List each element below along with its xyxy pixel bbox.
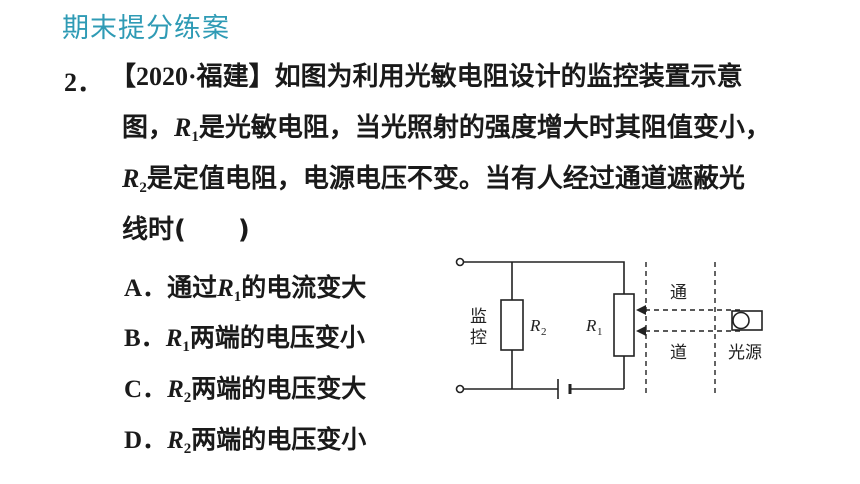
option-b-symbol: R	[165, 325, 183, 352]
option-b-letter: B．	[124, 325, 166, 352]
option-a[interactable]: A．通过R1的电流变大	[124, 268, 366, 306]
option-c-sub: 2	[183, 390, 192, 406]
terminal-top	[455, 257, 465, 267]
question-number: 2．	[64, 68, 104, 97]
option-a-symbol: R	[217, 275, 234, 302]
monitor-label-2: 控	[470, 328, 487, 348]
option-b[interactable]: B．R1两端的电压变小	[124, 318, 365, 356]
question-text-1: 如图为利用光敏电阻设计的监控装置示意	[274, 62, 743, 92]
terminal-bottom	[455, 384, 465, 394]
question-line-2: 图，R1是光敏电阻，当光照射的强度增大时其阻值变小，	[122, 113, 771, 152]
option-b-sub: 1	[182, 339, 190, 355]
option-d-letter: D．	[124, 427, 168, 454]
option-c-letter: C．	[124, 376, 168, 403]
r1-subscript: 1	[191, 129, 199, 145]
option-d-sub: 2	[183, 441, 192, 457]
diagram-r1-sub: 1	[597, 326, 603, 338]
option-c-symbol: R	[167, 376, 184, 403]
top-wire	[463, 261, 625, 294]
channel-label-1: 通	[670, 283, 687, 303]
option-c[interactable]: C．R2两端的电压变大	[124, 369, 366, 407]
r1-symbol: R	[174, 113, 192, 142]
circuit-diagram: 监 控 R 2 R 1 通 道 光源	[455, 257, 763, 399]
light-source-bulb-icon	[732, 311, 750, 330]
page-header-title: 期末提分练案	[62, 13, 230, 44]
question-line-4: 线时( )	[122, 215, 250, 245]
question-text-3: 是定值电阻，电源电压不变。当有人经过通道遮蔽光	[146, 164, 745, 194]
option-c-text: 两端的电压变大	[191, 374, 367, 403]
question-source: 【2020·福建】	[110, 62, 275, 91]
monitor-label-1: 监	[470, 307, 487, 327]
light-source-label: 光源	[728, 343, 762, 363]
light-ray-lower-arrow	[636, 326, 646, 336]
diagram-r1-label: R	[585, 316, 597, 335]
option-d[interactable]: D．R2两端的电压变小	[124, 420, 366, 458]
light-ray-upper-arrow	[636, 305, 646, 315]
option-d-text: 两端的电压变小	[191, 425, 367, 454]
option-a-sub: 1	[233, 289, 242, 305]
option-a-text: 的电流变大	[241, 273, 367, 302]
option-b-text: 两端的电压变小	[189, 323, 365, 352]
option-d-symbol: R	[167, 427, 184, 454]
question-text-2b: 是光敏电阻，当光照射的强度增大时其阻值变小，	[198, 113, 771, 143]
question-text-2a: 图，	[122, 113, 175, 143]
r2-symbol: R	[122, 164, 140, 193]
channel-label-2: 道	[670, 343, 687, 363]
diagram-r2-label: R	[529, 316, 541, 335]
r1-resistor	[613, 293, 635, 357]
option-a-letter: A．	[124, 275, 168, 302]
question-line-1: 【2020·福建】如图为利用光敏电阻设计的监控装置示意	[110, 62, 743, 92]
question-line-3: R2是定值电阻，电源电压不变。当有人经过通道遮蔽光	[122, 164, 745, 203]
diagram-r2-sub: 2	[541, 326, 547, 338]
r2-resistor	[500, 299, 524, 351]
option-a-pre: 通过	[167, 273, 218, 302]
r2-subscript: 2	[139, 180, 147, 196]
